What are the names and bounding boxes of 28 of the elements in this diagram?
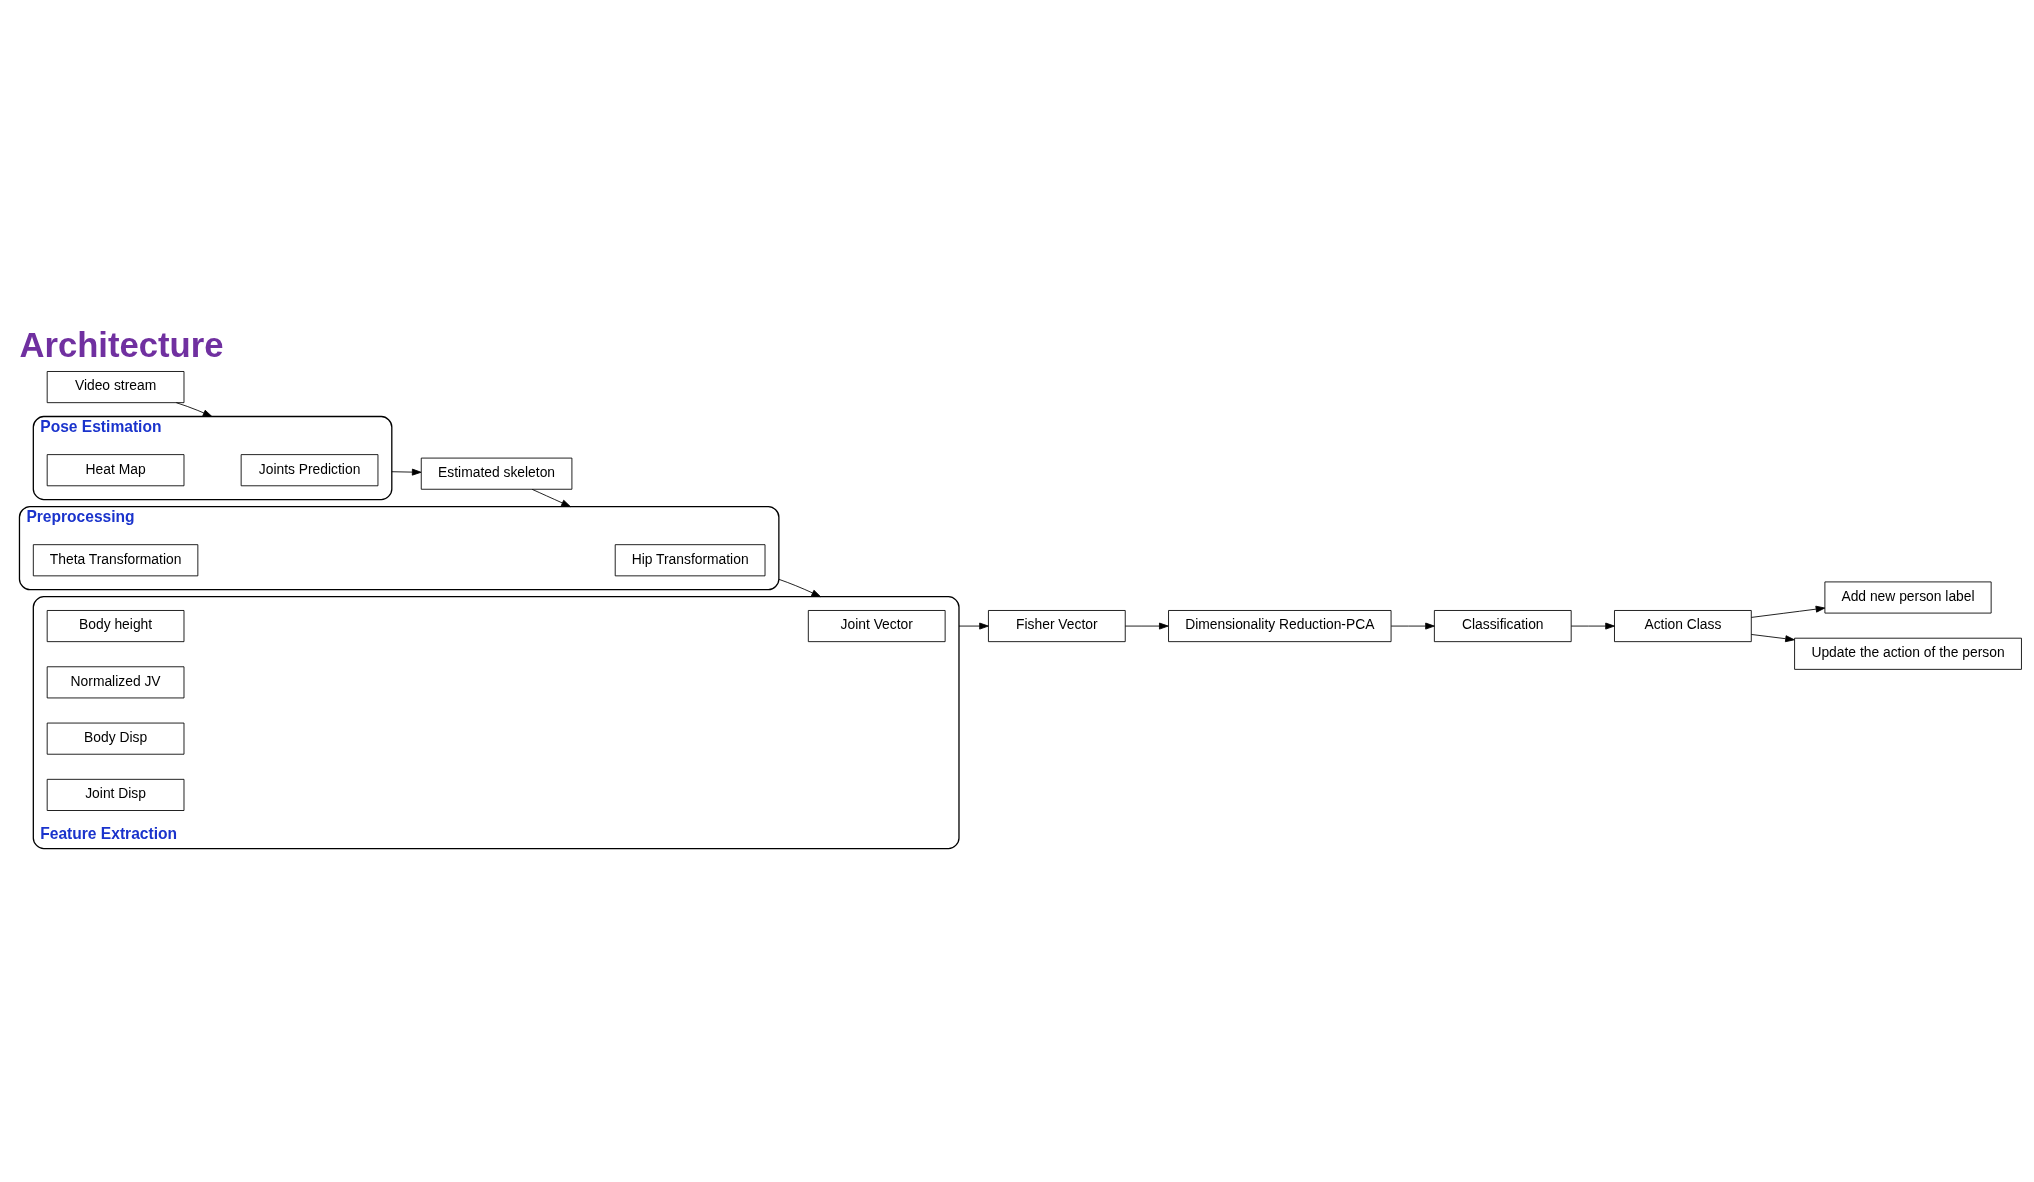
node-box: Heat Map bbox=[46, 454, 185, 487]
node-box: Joint Vector bbox=[807, 610, 946, 643]
arrow bbox=[1390, 622, 1435, 630]
arrow bbox=[1124, 622, 1169, 630]
arrow bbox=[175, 402, 213, 417]
node-box: Action Class bbox=[1614, 610, 1752, 643]
arrow bbox=[1750, 605, 1826, 618]
node-box: Video stream bbox=[46, 371, 185, 404]
arrow bbox=[391, 468, 422, 476]
node-box: Normalized JV bbox=[46, 666, 185, 699]
node-box: Dimensionality Reduction-PCA bbox=[1168, 610, 1392, 643]
node-box: Add new person label bbox=[1824, 581, 1992, 614]
arrow bbox=[958, 622, 989, 630]
node-box: Joints Prediction bbox=[240, 454, 379, 487]
node-box: Update the action of the person bbox=[1794, 637, 2022, 670]
arrow bbox=[1750, 634, 1795, 643]
node-box: Body Disp bbox=[46, 722, 185, 755]
node-box: Classification bbox=[1433, 610, 1572, 643]
node-box: Theta Transformation bbox=[32, 544, 199, 577]
node-box: Joint Disp bbox=[46, 778, 185, 811]
node-box: Hip Transformation bbox=[614, 544, 766, 577]
arrow bbox=[531, 488, 571, 507]
node-box: Estimated skeleton bbox=[420, 457, 573, 490]
arrow bbox=[778, 578, 821, 598]
node-box: Fisher Vector bbox=[988, 610, 1126, 643]
diagram-title: Architecture bbox=[19, 325, 224, 364]
node-box: Body height bbox=[46, 610, 185, 643]
arrow bbox=[1570, 622, 1615, 630]
